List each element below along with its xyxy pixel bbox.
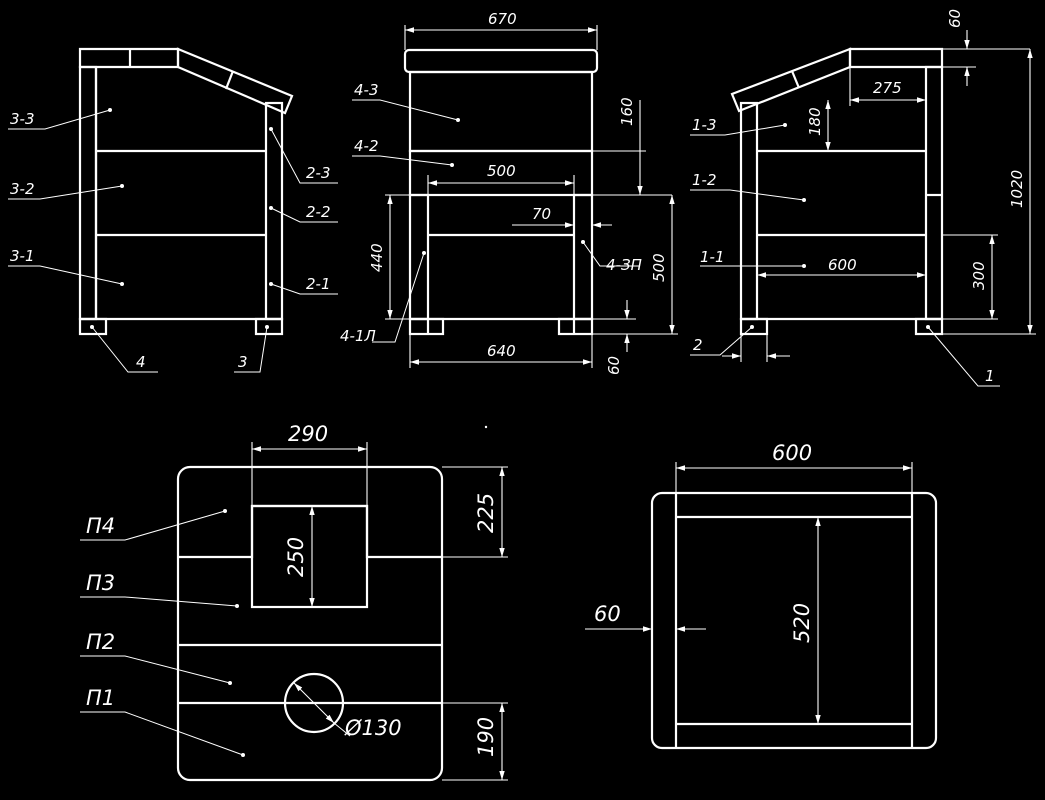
dim-300: 300 [970,261,988,290]
plate-outline [176,465,444,782]
foot-right [557,317,594,336]
leader [80,510,226,541]
dim-275: 275 [873,79,902,97]
part-label-3-3: 3-3 [10,110,35,128]
foot-left [408,317,445,336]
left-leg [408,193,430,321]
leader [690,124,786,136]
roof-board-slanted [730,47,852,113]
upper-box [408,70,594,153]
part-label-2-1: 2-1 [306,275,331,293]
roof-board-slanted [176,47,294,115]
dim-190: 190 [474,717,498,757]
dim-line [293,682,335,724]
dim-520: 520 [790,603,814,643]
dim-600-plan: 600 [772,441,812,465]
leader [927,326,1000,387]
dim-hole-130: Ø130 [344,716,402,740]
leader [80,711,244,756]
roof-joint [224,70,235,90]
leader [270,283,338,295]
front-view: 3-3 3-2 3-1 2-3 2-2 2-1 4 3 [8,47,338,373]
part-label-3-1: 3-1 [10,247,35,265]
dim-60-top: 60 [946,9,964,28]
dim-600-back: 600 [828,256,857,274]
dim-670: 670 [488,10,517,28]
part-label-4-3: 4-3 [354,81,379,99]
leader [690,326,753,356]
dim-440: 440 [368,243,386,272]
dim-250: 250 [284,537,308,577]
leader [234,326,268,373]
leader [352,155,453,166]
hatch-window [250,504,369,609]
back-view: 60 275 180 600 300 1020 [690,9,1036,387]
left-post [739,101,759,321]
dim-180: 180 [806,107,824,136]
dim-500-vertical: 500 [650,253,668,282]
foot-right [254,317,284,336]
leader [333,722,351,737]
frame-outline [650,491,938,750]
part-label-3: 3 [238,353,248,371]
foot-right [914,317,944,336]
leader [8,265,123,285]
leader [690,189,805,201]
side-view: 670 160 500 70 440 500 640 60 [340,10,678,375]
part-label-P3: П3 [86,571,115,595]
dim-640: 640 [487,342,516,360]
dim-60-side: 60 [605,356,623,375]
part-label-3-2: 3-2 [10,180,35,198]
roof-board-flat [848,47,944,69]
leader [91,326,158,373]
right-post [924,65,944,321]
part-label-P4: П4 [86,514,115,538]
stray-dot [484,425,488,429]
lid [403,48,599,74]
right-leg [572,193,594,321]
part-label-1-3: 1-3 [692,116,717,134]
part-label-1-1: 1-1 [700,248,725,266]
leader [80,596,238,607]
part-label-2-3: 2-3 [306,164,331,182]
part-label-P2: П2 [86,630,115,654]
leader [352,99,459,121]
leader [270,207,338,223]
leader [8,109,111,130]
leader [8,185,123,200]
round-hole [283,672,345,734]
leader [270,128,338,184]
dim-500-horizontal: 500 [487,162,516,180]
dim-60-plan: 60 [594,602,621,626]
foot-left [739,317,769,336]
part-label-4-2: 4-2 [354,137,379,155]
roof-joint [790,70,801,89]
dim-1020: 1020 [1008,170,1026,208]
part-label-1: 1 [985,367,995,385]
dim-70: 70 [532,205,551,223]
leader [582,241,640,267]
part-label-4: 4 [136,353,146,371]
part-label-2-2: 2-2 [306,203,331,221]
dim-225: 225 [474,493,498,533]
plan-left-view: Ø130 290 225 250 190 П4 П3 П2 П1 [80,422,508,782]
leader [372,252,425,343]
dim-290: 290 [288,422,328,446]
part-label-4-ZP: 4-ЗП [606,256,642,274]
plan-right-view: 600 520 60 [585,441,938,750]
left-post [78,65,98,321]
leader [80,655,231,684]
part-label-1-2: 1-2 [692,171,717,189]
foot-left [78,317,108,336]
part-label-4-1L: 4-1Л [340,327,376,345]
dim-160: 160 [618,97,636,126]
part-label-2: 2 [693,336,703,354]
part-label-P1: П1 [86,686,115,710]
middle-band [408,149,594,197]
